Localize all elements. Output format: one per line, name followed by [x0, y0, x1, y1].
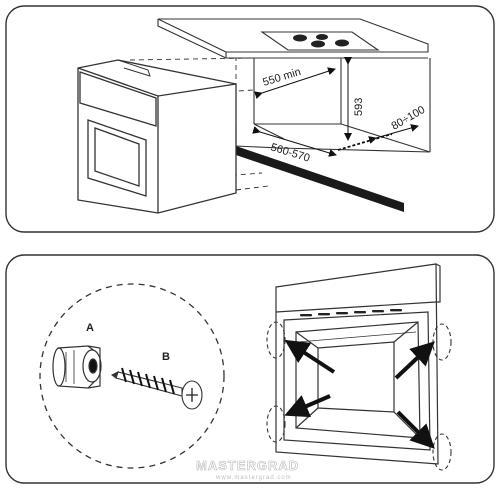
- detail-circle: [39, 283, 225, 469]
- top-panel: 550 min 593 560-570 80÷100: [5, 5, 495, 233]
- mounting-point-bottom-right: [432, 433, 452, 471]
- label-a: A: [86, 322, 94, 334]
- bushing-part-a: [52, 345, 102, 389]
- oven-front: [275, 263, 441, 465]
- watermark: MASTERGRAD www.mastergrad.com: [196, 458, 299, 481]
- dimension-height-label: 593: [353, 98, 365, 116]
- watermark-text: MASTERGRAD: [196, 458, 299, 473]
- bottom-panel: A B: [5, 254, 495, 484]
- screw-part-b: [110, 367, 203, 410]
- plinth: [236, 146, 404, 212]
- watermark-subtext: www.mastergrad.com: [215, 475, 292, 481]
- insertion-arrows: [284, 339, 435, 449]
- dimension-height: 593: [344, 57, 365, 141]
- mounting-point-bottom-left: [266, 405, 286, 443]
- countertop: [157, 18, 429, 59]
- cooktop: [260, 31, 380, 51]
- mounting-points: [266, 321, 452, 471]
- oven-unit: [77, 59, 237, 214]
- label-b: B: [162, 351, 170, 363]
- vent-slots: [300, 309, 402, 317]
